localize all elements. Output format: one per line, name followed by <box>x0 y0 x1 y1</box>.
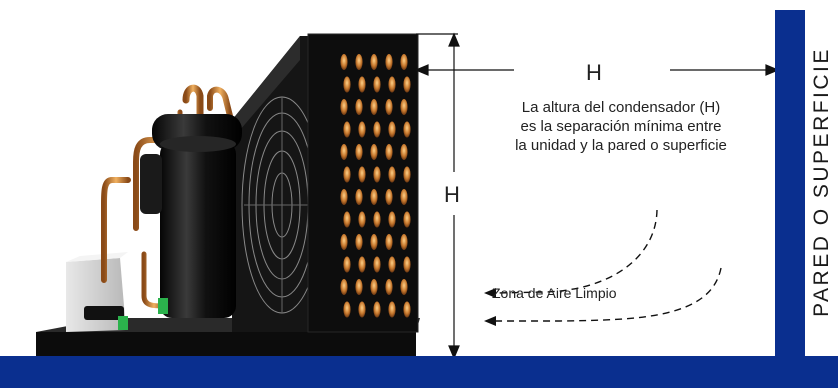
coil-tube-end <box>343 256 351 273</box>
airflow-arrows <box>493 209 722 322</box>
description-line-2: es la separación mínima entre <box>520 118 722 135</box>
clean-air-zone-label: Zona de Aire Limpio <box>492 285 617 301</box>
description-text: La altura del condensador (H) es la sepa… <box>478 98 764 155</box>
coil-tube-end <box>385 144 393 160</box>
service-valves <box>118 298 168 330</box>
vertical-h-label: H <box>444 182 460 207</box>
wall-label-text: PARED O SUPERFICIE <box>810 47 834 317</box>
compressor <box>140 114 242 318</box>
coil-tube-end <box>340 279 348 295</box>
coil-tube-end <box>355 99 363 115</box>
coil-tube-end <box>388 166 396 183</box>
coil-tube-end <box>358 166 366 183</box>
coil-tube-end <box>343 166 351 183</box>
coil-tube-end <box>373 211 381 228</box>
coil-tube-end <box>370 99 378 115</box>
coil-tube-end <box>403 76 411 93</box>
coil-tube-end <box>340 54 348 70</box>
coil-tube-end <box>403 256 411 273</box>
coil-tube-end <box>373 301 381 318</box>
coil-tube-end <box>400 189 408 205</box>
coil-tube-end <box>388 76 396 93</box>
coil-tube-end <box>403 121 411 138</box>
coil-tube-end <box>340 234 348 250</box>
condenser-coil <box>307 33 419 333</box>
coil-tube-end <box>385 189 393 205</box>
horizontal-h-label: H <box>586 60 602 85</box>
coil-tube-end <box>340 189 348 205</box>
coil-tube-end <box>403 211 411 228</box>
floor-surface <box>0 356 838 388</box>
coil-tube-end <box>343 121 351 138</box>
coil-tube-end <box>400 279 408 295</box>
coil-tube-end <box>385 234 393 250</box>
coil-tube-end <box>388 121 396 138</box>
coil-tube-end <box>388 301 396 318</box>
coil-tube-end <box>343 211 351 228</box>
coil-tube-end <box>358 76 366 93</box>
coil-tube-end <box>385 279 393 295</box>
coil-tube-end <box>403 166 411 183</box>
coil-tube-end <box>373 121 381 138</box>
coil-tube-end <box>358 301 366 318</box>
coil-tube-end <box>355 189 363 205</box>
description-line-3: la unidad y la pared o superficie <box>515 137 727 154</box>
coil-tube-end <box>340 99 348 115</box>
coil-tube-end <box>340 144 348 160</box>
coil-tube-end <box>388 211 396 228</box>
coil-tube-end <box>358 121 366 138</box>
coil-tube-end <box>355 144 363 160</box>
coil-tube-end <box>358 211 366 228</box>
coil-tube-end <box>370 54 378 70</box>
wall-vertical <box>775 10 805 388</box>
coil-tube-end <box>343 301 351 318</box>
coil-tube-end <box>370 189 378 205</box>
dimension-lines <box>414 32 780 360</box>
coil-tube-end <box>400 144 408 160</box>
coil-tube-end <box>403 301 411 318</box>
coil-tube-end <box>385 99 393 115</box>
coil-tube-end <box>373 256 381 273</box>
rear-shroud <box>232 36 310 332</box>
description-line-1: La altura del condensador (H) <box>521 99 721 116</box>
coil-tube-end <box>388 256 396 273</box>
coil-tube-end <box>343 76 351 93</box>
coil-tube-end <box>370 279 378 295</box>
coil-tube-end <box>400 54 408 70</box>
coil-tube-end <box>370 144 378 160</box>
coil-tube-end <box>400 234 408 250</box>
fan-guard <box>241 96 323 314</box>
coil-tube-end <box>355 279 363 295</box>
coil-tube-end <box>370 234 378 250</box>
coil-tube-end <box>400 99 408 115</box>
coil-tube-end <box>373 76 381 93</box>
airflow-arrowheads <box>484 288 496 326</box>
coil-tube-end <box>373 166 381 183</box>
wall-label: PARED O SUPERFICIE <box>806 12 838 352</box>
coil-tube-end <box>385 54 393 70</box>
coil-tube-end <box>358 256 366 273</box>
coil-tube-end <box>355 54 363 70</box>
coil-tube-end <box>355 234 363 250</box>
